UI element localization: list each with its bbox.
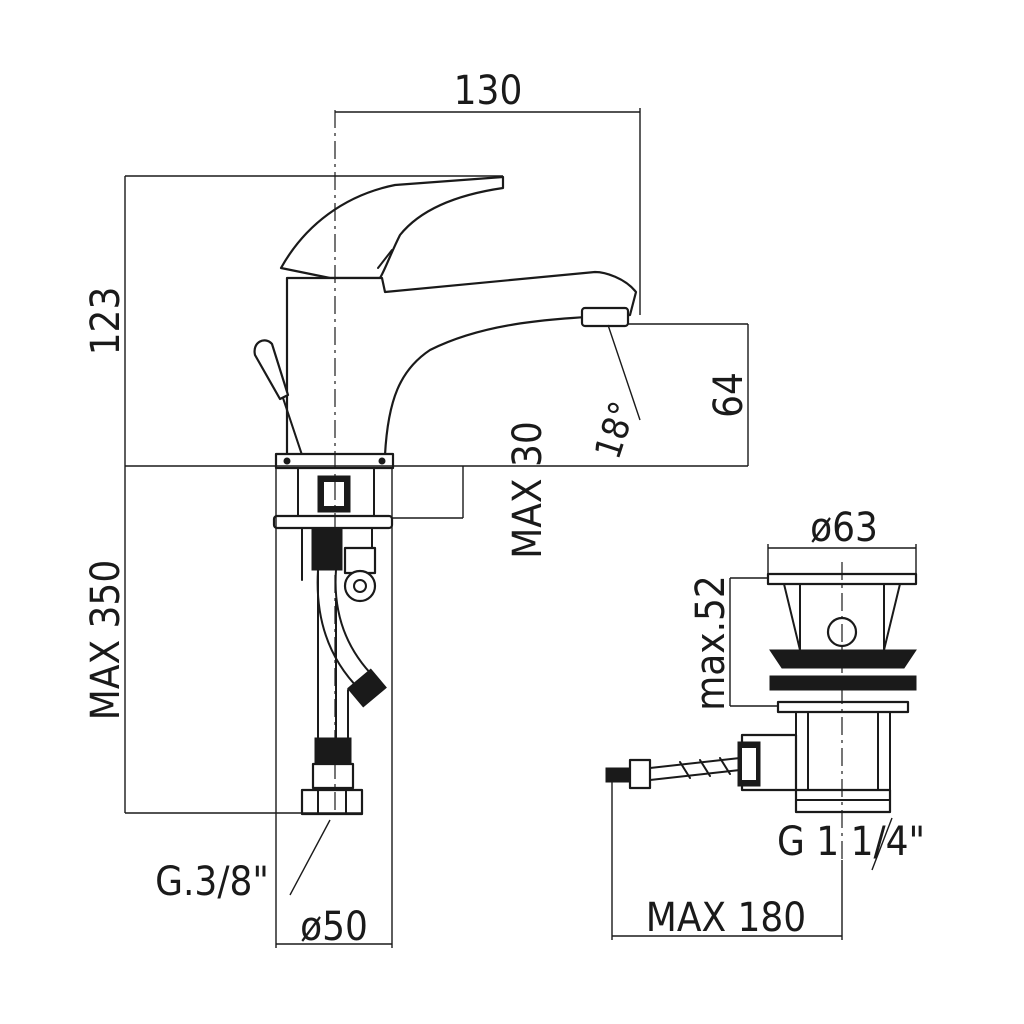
waste-dimensions: ø63 max.52 G 1 1/4" MAX 180 <box>611 505 925 941</box>
fixing-nut <box>311 527 343 571</box>
dim-spout-height: 64 <box>706 372 752 418</box>
hose-crimp <box>314 737 352 765</box>
dim-connection-thread: G.3/8" <box>155 859 269 905</box>
waste-nut <box>776 700 910 714</box>
faucet-body-spout <box>285 270 638 457</box>
hose-ferrule <box>311 762 355 790</box>
faucet-lever <box>279 175 505 280</box>
side-valve <box>343 546 377 575</box>
dim-waste-rod-length: MAX 180 <box>646 895 806 941</box>
dim-spout-reach: 130 <box>454 68 523 114</box>
waste-seal-upper <box>769 649 917 669</box>
connection-nut <box>300 788 364 816</box>
popup-rod-knob <box>253 339 290 401</box>
dim-deck-thickness: MAX 30 <box>505 421 551 559</box>
dim-waste-diameter: ø63 <box>810 505 878 551</box>
aerator <box>580 306 630 328</box>
fixing-washer <box>272 514 394 530</box>
faucet-elevation <box>253 110 638 816</box>
waste-assembly <box>605 562 918 860</box>
dim-waste-height: max.52 <box>688 575 734 711</box>
dim-total-height: 123 <box>83 287 129 356</box>
dim-base-diameter: ø50 <box>300 904 368 950</box>
waste-seal-lower <box>769 675 917 691</box>
rod-ball <box>605 767 631 783</box>
dim-waste-thread: G 1 1/4" <box>777 819 925 865</box>
dim-spout-angle: 18° <box>588 397 645 464</box>
dim-hose-length: MAX 350 <box>83 560 129 720</box>
